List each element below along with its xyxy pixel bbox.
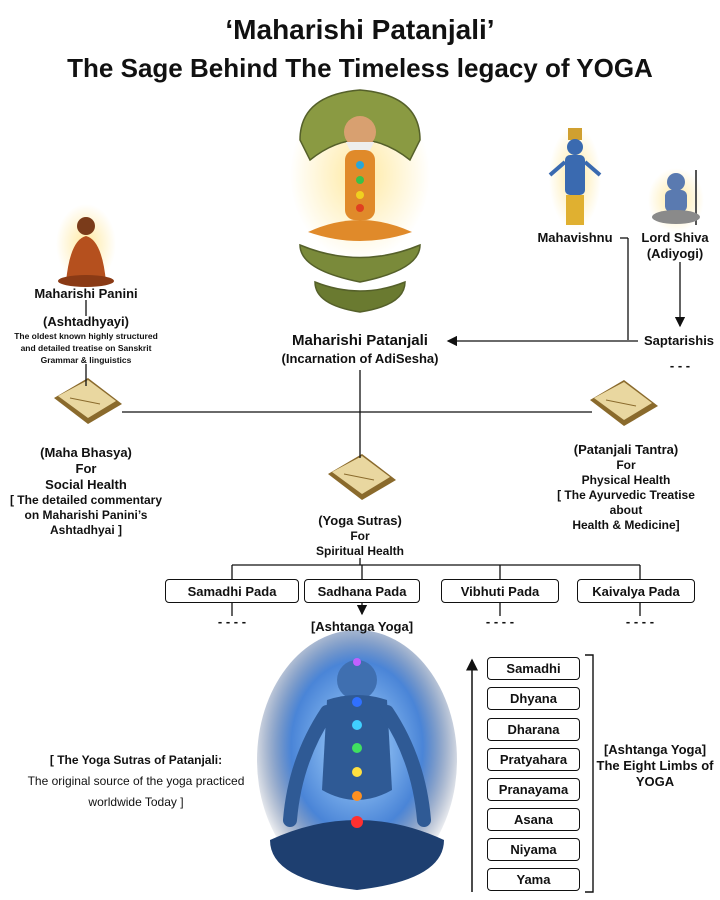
diagram-title-line1: ‘Maharishi Patanjali’ <box>225 14 495 45</box>
pada-box-vibhuti: Vibhuti Pada <box>441 579 559 603</box>
panini-work: (Ashtadhyayi) <box>43 314 129 329</box>
quote-line2: The original source of the yoga practice… <box>27 774 245 788</box>
maha-bhasya-block: (Maha Bhasya) For Social Health [ The de… <box>6 445 166 538</box>
ashtanga-yoga-label: [Ashtanga Yoga] <box>310 619 414 634</box>
saptarishis-name: Saptarishis <box>643 333 715 348</box>
maha-bhasya-desc-line2: on Maharishi Panini’s <box>24 508 148 522</box>
limb-box-yama: Yama <box>487 868 580 891</box>
yoga-sutras-purpose: Spiritual Health <box>315 544 404 558</box>
yoga-sutras-book-icon <box>328 454 396 500</box>
panini-note-line3: Grammar & linguistics <box>40 355 132 365</box>
meditating-figure-icon <box>257 630 457 890</box>
patanjali-subtitle: (Incarnation of AdiSesha) <box>281 351 439 366</box>
limbs-caption-line2: The Eight Limbs of <box>596 758 714 773</box>
samadhi-continuation: - - - - <box>217 614 247 629</box>
limb-box-dharana: Dharana <box>487 718 580 741</box>
maha-bhasya-desc-line1: [ The detailed commentary <box>9 493 163 507</box>
limbs-caption-line1: [Ashtanga Yoga] <box>603 742 707 757</box>
diagram-title-line2: The Sage Behind The Timeless legacy of Y… <box>67 53 653 83</box>
limb-box-dhyana: Dhyana <box>487 687 580 710</box>
pada-box-kaivalya: Kaivalya Pada <box>577 579 695 603</box>
vibhuti-continuation: - - - - <box>485 614 515 629</box>
shiva-name: Lord Shiva <box>641 230 709 245</box>
yoga-sutras-title: (Yoga Sutras) <box>318 513 402 528</box>
saptarishis-continuation: - - - <box>669 358 691 373</box>
limb-box-asana: Asana <box>487 808 580 831</box>
patanjali-tantra-book-icon <box>590 380 658 426</box>
limb-box-pranayama: Pranayama <box>487 778 580 801</box>
patanjali-tantra-block: (Patanjali Tantra) For Physical Health [… <box>544 442 708 533</box>
yoga-sutras-block: (Yoga Sutras) For Spiritual Health <box>290 513 430 559</box>
panini-figure-icon <box>56 204 116 287</box>
shiva-subtitle: (Adiyogi) <box>646 246 704 261</box>
patanjali-tantra-desc-line2: about <box>609 503 643 517</box>
yoga-sutras-quote: [ The Yoga Sutras of Patanjali: The orig… <box>10 750 262 813</box>
panini-note: The oldest known highly structured and d… <box>6 330 166 366</box>
limbs-caption: [Ashtanga Yoga] The Eight Limbs of YOGA <box>595 742 715 790</box>
maha-bhasya-book-icon <box>54 378 122 424</box>
maha-bhasya-for: For <box>75 461 97 476</box>
mahavishnu-figure-icon <box>548 126 602 230</box>
panini-note-line2: and detailed treatise on Sanskrit <box>20 343 152 353</box>
mahavishnu-name: Mahavishnu <box>537 230 613 245</box>
quote-line1: [ The Yoga Sutras of Patanjali: <box>49 753 223 767</box>
patanjali-tantra-desc-line3: Health & Medicine] <box>572 518 680 532</box>
limb-box-pratyahara: Pratyahara <box>487 748 580 771</box>
patanjali-figure-icon <box>290 89 430 313</box>
patanjali-tantra-desc-line1: [ The Ayurvedic Treatise <box>557 488 695 502</box>
patanjali-name: Maharishi Patanjali <box>292 332 428 349</box>
patanjali-tantra-purpose: Physical Health <box>581 473 671 487</box>
pada-box-samadhi: Samadhi Pada <box>165 579 299 603</box>
quote-line3: worldwide Today ] <box>88 795 184 809</box>
maha-bhasya-title: (Maha Bhasya) <box>40 445 132 460</box>
patanjali-tantra-for: For <box>616 458 636 472</box>
panini-name: Maharishi Panini <box>34 286 138 301</box>
patanjali-tantra-title: (Patanjali Tantra) <box>573 442 679 457</box>
panini-note-line1: The oldest known highly structured <box>14 331 158 341</box>
kaivalya-continuation: - - - - <box>625 614 655 629</box>
limbs-caption-line3: YOGA <box>635 774 675 789</box>
yoga-sutras-for: For <box>350 529 370 543</box>
limb-box-niyama: Niyama <box>487 838 580 861</box>
maha-bhasya-desc-line3: Ashtadhyai ] <box>49 523 122 537</box>
shiva-figure-icon <box>648 168 704 232</box>
pada-box-sadhana: Sadhana Pada <box>304 579 420 603</box>
maha-bhasya-purpose: Social Health <box>45 477 127 492</box>
limb-box-samadhi: Samadhi <box>487 657 580 680</box>
